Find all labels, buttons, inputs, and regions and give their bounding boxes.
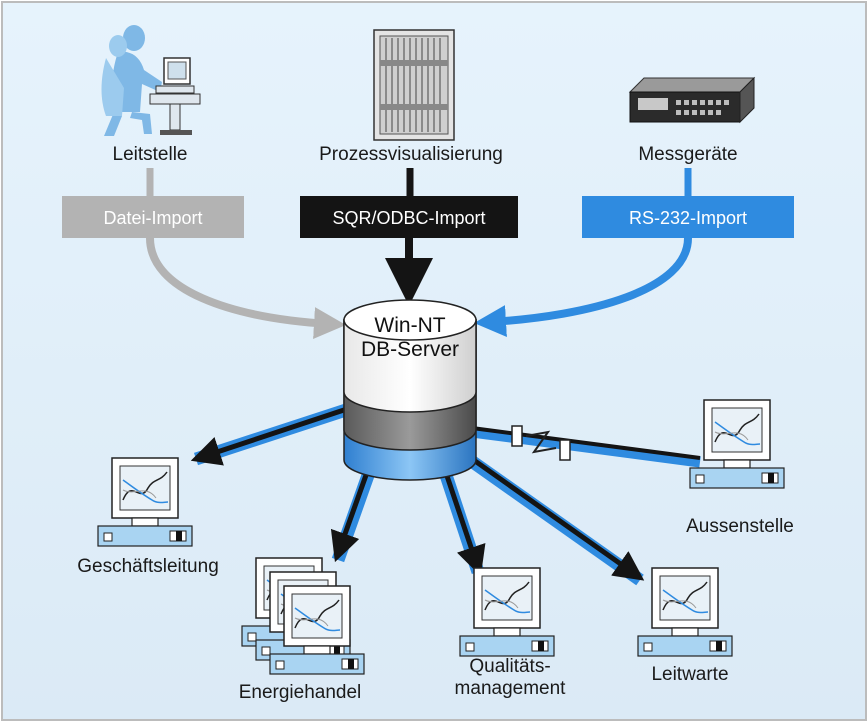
db-server-cylinder	[343, 299, 477, 481]
import-label-sqr-odbc: SQR/ODBC-Import	[332, 208, 485, 228]
arrow-datei-to-server	[146, 237, 346, 340]
client-label-aussenstelle: Aussenstelle	[686, 516, 794, 537]
client-links	[190, 401, 701, 586]
arrow-rs232-to-server	[474, 237, 692, 338]
client-label-geschaeftsleitung: Geschäftsleitung	[77, 556, 219, 577]
client-computer-leitwarte	[637, 567, 733, 657]
client-label-energiehandel: Energiehandel	[239, 682, 362, 703]
client-label-qualitaets: Qualitäts-	[469, 656, 550, 677]
source-label-leitstelle: Leitstelle	[113, 144, 188, 165]
import-box-sqr-odbc	[300, 196, 518, 238]
server-label-line1: Win-NT	[374, 314, 445, 337]
operator-workstation-icon	[101, 25, 201, 136]
client-label-management: management	[455, 678, 567, 699]
server-rack-icon	[373, 29, 455, 141]
source-label-messgeraete: Messgeräte	[638, 144, 737, 165]
client-computer-aussenstelle	[689, 399, 785, 489]
client-computer-geschaeftsleitung	[97, 457, 193, 547]
server-label-line2: DB-Server	[361, 338, 459, 361]
import-label-datei: Datei-Import	[103, 208, 202, 228]
remote-link-icon	[511, 425, 571, 461]
import-label-rs232: RS-232-Import	[629, 208, 747, 228]
source-label-prozessvisualisierung: Prozessvisualisierung	[319, 144, 503, 165]
import-box-datei	[62, 196, 244, 238]
client-computer-energiehandel	[269, 585, 365, 675]
client-label-leitwarte: Leitwarte	[651, 664, 728, 685]
measuring-device-icon	[628, 76, 756, 124]
import-box-rs232	[582, 196, 794, 238]
client-computer-qualitaetsmanagement	[459, 567, 555, 657]
